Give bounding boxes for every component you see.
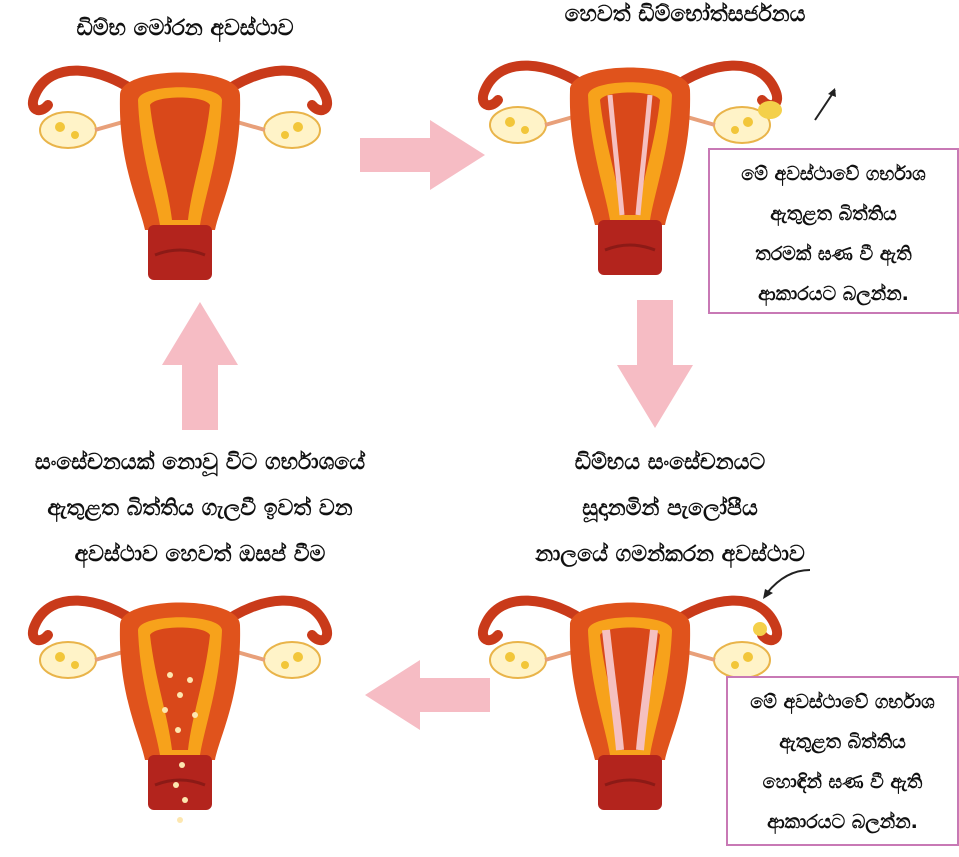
arrow-down-icon <box>615 300 695 430</box>
stage2-note-line-2: ඇතුළත බිත්තිය <box>716 194 951 234</box>
stage2-note-line-3: තරමක් ඝණ වී ඇති <box>716 234 951 274</box>
stage2-note-line-4: ආකාරයට බලන්න. <box>716 274 951 314</box>
stage2-note: මේ අවස්ථාවේ ගර්භාශ ඇතුළත බිත්තිය තරමක් ඝ… <box>708 148 959 314</box>
stage3-note-line-3: හොඳින් ඝණ වී ඇති <box>734 762 951 802</box>
stage4-title: සංසේචනයක් නොවූ විට ගර්භාශයේ ඇතුළත බිත්ති… <box>0 440 400 578</box>
stage1-title-line: ඩිම්භ මෝරන අවස්ථාව <box>20 6 350 52</box>
stage4-title-line-3: අවස්ථාව හෙවත් ඔසප් වීම <box>0 532 400 578</box>
stage1-title: ඩිම්භ මෝරන අවස්ථාව <box>20 6 350 52</box>
arrow-right-icon <box>360 120 490 190</box>
stage3-note-line-4: ආකාරයට බලන්න. <box>734 802 951 842</box>
stage2-title-line: හෙවත් ඩිම්භෝත්සර්ජනය <box>470 0 900 38</box>
stage3-title-line-2: සූදානමින් පැලෝපීය <box>470 486 870 532</box>
stage4-title-line-1: සංසේචනයක් නොවූ විට ගර්භාශයේ <box>0 440 400 486</box>
stage3-title-line-1: ඩිම්භය සංසේචනයට <box>470 440 870 486</box>
stage3-note-line-2: ඇතුළත බිත්තිය <box>734 722 951 762</box>
arrow-up-icon <box>160 300 240 430</box>
curved-arrow-icon <box>755 565 815 605</box>
stage3-note-line-1: මේ අවස්ථාවේ ගර්භාශ <box>734 682 951 722</box>
stage3-title: ඩිම්භය සංසේචනයට සූදානමින් පැලෝපීය නාලයේ … <box>470 440 870 578</box>
uterus-stage1 <box>20 55 340 290</box>
stage4-title-line-2: ඇතුළත බිත්තිය ගැලවී ඉවත් වන <box>0 486 400 532</box>
uterus-stage4 <box>20 585 340 845</box>
stage3-note: මේ අවස්ථාවේ ගර්භාශ ඇතුළත බිත්තිය හොඳින් … <box>726 676 959 846</box>
arrow-left-icon <box>360 660 490 730</box>
stage2-note-line-1: මේ අවස්ථාවේ ගර්භාශ <box>716 154 951 194</box>
stage2-title: හෙවත් ඩිම්භෝත්සර්ජනය <box>470 0 900 38</box>
